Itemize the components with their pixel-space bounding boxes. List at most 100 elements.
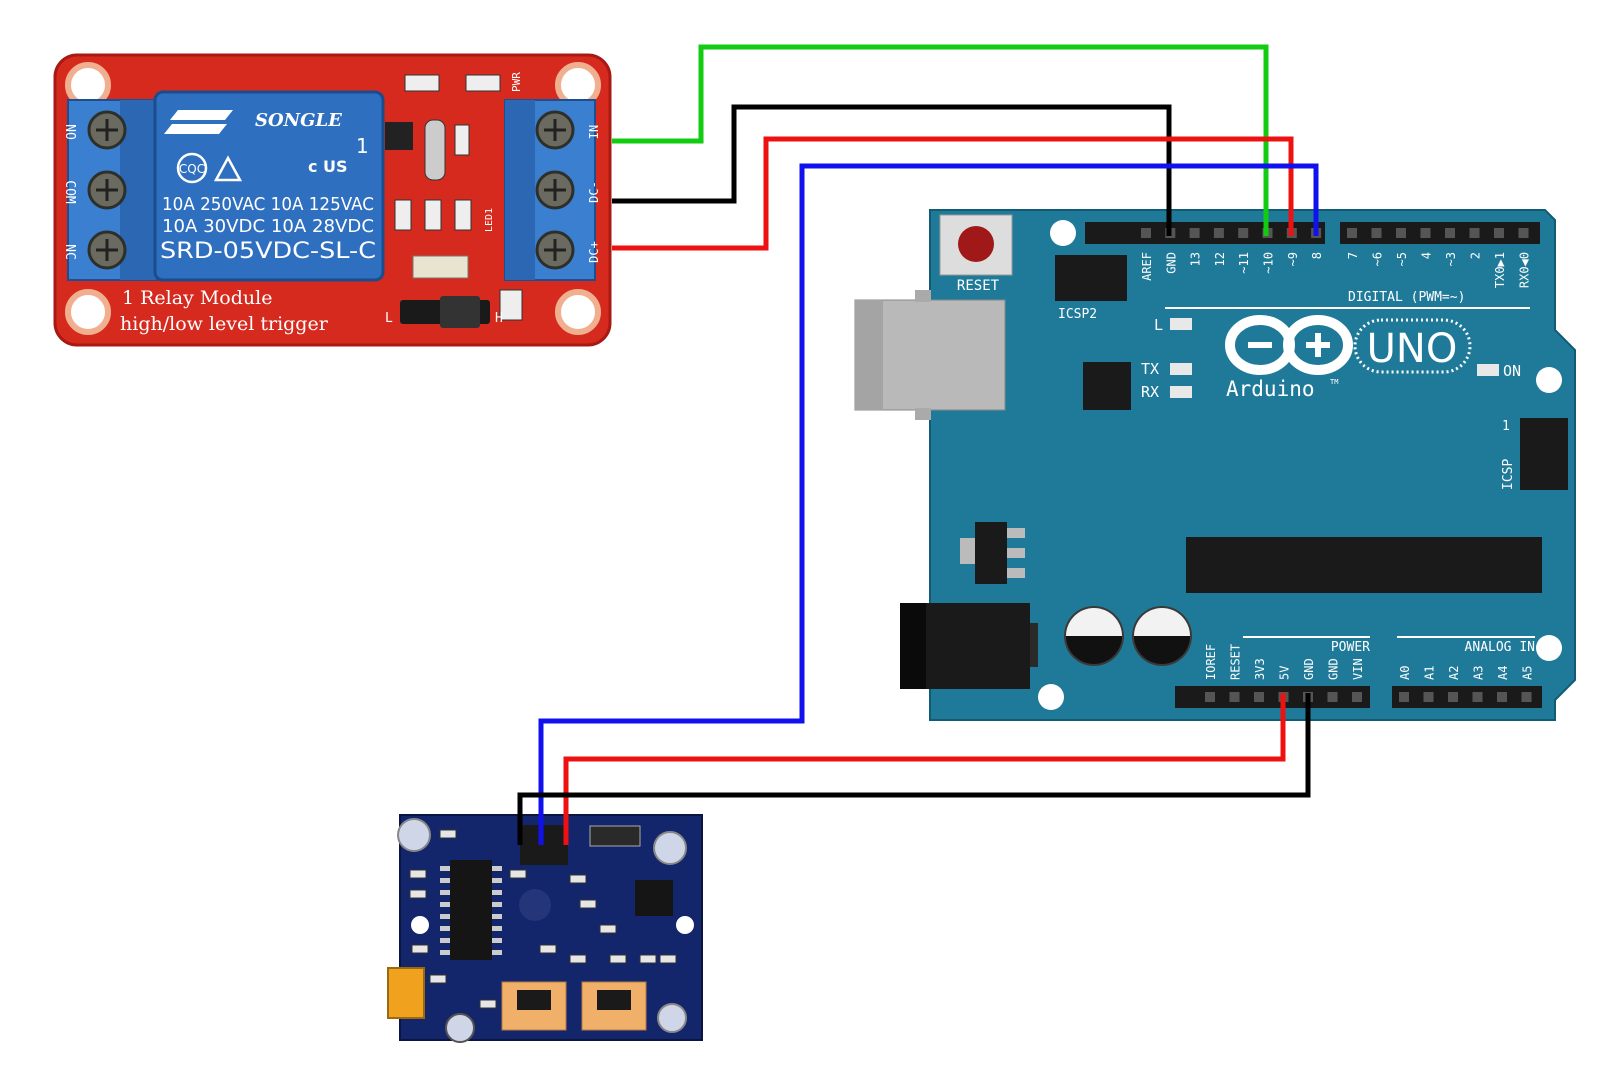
- arduino-logo-tm: TM: [1330, 378, 1338, 386]
- reset-button[interactable]: [939, 214, 1013, 276]
- ic-leg: [440, 950, 450, 955]
- header-pin-hole[interactable]: [1141, 228, 1151, 238]
- pir-pin-header: [520, 825, 568, 865]
- relay-title-line1: 1 Relay Module: [122, 287, 272, 309]
- pin-label: A4: [1496, 666, 1510, 680]
- header-pin-hole[interactable]: [1420, 228, 1431, 238]
- pir-capacitor: [657, 1003, 687, 1033]
- pin-label: IOREF: [1204, 644, 1218, 680]
- relay-model: SRD-05VDC-SL-C: [160, 239, 376, 264]
- header-pin-hole[interactable]: [1469, 228, 1480, 238]
- jumper-h-label: H: [495, 311, 503, 326]
- header-pin-hole[interactable]: [1445, 228, 1455, 238]
- led-l: [1170, 318, 1192, 330]
- ic-leg: [440, 878, 450, 883]
- relay-output-terminal: [67, 99, 159, 281]
- relay-rating-line2: 10A 30VDC 10A 28VDC: [162, 216, 374, 237]
- pin-label: 2: [1469, 252, 1483, 259]
- trigger-jumper[interactable]: L H: [385, 296, 503, 328]
- pin-label: A2: [1447, 666, 1461, 680]
- relay-pin-no: NO: [62, 124, 77, 140]
- arduino-mounting-hole: [1050, 220, 1076, 246]
- pin-label: 7: [1346, 252, 1360, 259]
- relay-pin-nc: NC: [62, 244, 77, 260]
- header-pin-hole[interactable]: [1371, 228, 1382, 238]
- pin-label: 3V3: [1253, 658, 1267, 680]
- header-pin-hole[interactable]: [1472, 692, 1483, 702]
- arduino-mounting-hole: [1536, 367, 1562, 393]
- header-pin-hole[interactable]: [1518, 228, 1529, 238]
- pin-label: A3: [1472, 666, 1486, 680]
- header-pin-hole[interactable]: [1347, 228, 1357, 238]
- pir-delay-potentiometer[interactable]: [581, 981, 647, 1031]
- smd-led: [465, 74, 501, 92]
- smd-component: [659, 954, 677, 964]
- header-pin-hole[interactable]: [1205, 692, 1215, 702]
- ic-leg: [440, 926, 450, 931]
- diode: [424, 119, 446, 181]
- pin-label: ~5: [1395, 252, 1409, 266]
- arduino-mounting-hole: [1536, 635, 1562, 661]
- header-pin-hole[interactable]: [1189, 228, 1200, 238]
- pin-label: RX0◀0: [1518, 252, 1532, 288]
- header-pin-hole[interactable]: [1494, 228, 1504, 238]
- pir-mode-jumper[interactable]: [387, 967, 425, 1019]
- pin-label: ~9: [1286, 252, 1300, 266]
- header-pin-hole[interactable]: [1423, 692, 1434, 702]
- header-pin-hole[interactable]: [1238, 228, 1249, 238]
- relay-module: NO COM NC SONGLE CQC c US 1 10A 250VAC 1…: [53, 53, 612, 347]
- arduino-mounting-hole: [1038, 684, 1064, 710]
- pin-label: AREF: [1140, 252, 1154, 281]
- smd-component: [411, 944, 429, 954]
- arduino-logo-icon: [1225, 315, 1353, 375]
- header-pin-hole[interactable]: [1254, 692, 1264, 702]
- header-pin-hole[interactable]: [1399, 692, 1409, 702]
- smd-resistor: [499, 289, 523, 321]
- header-pin-hole[interactable]: [1213, 228, 1224, 238]
- pir-via: [519, 889, 551, 921]
- relay-component: SONGLE CQC c US 1 10A 250VAC 10A 125VAC …: [153, 90, 385, 282]
- header-pin-hole[interactable]: [1448, 692, 1458, 702]
- relay-cert-cqc: CQC: [179, 162, 205, 176]
- relay-rating-line1: 10A 250VAC 10A 125VAC: [162, 194, 374, 215]
- relay-pin-in: IN: [587, 125, 601, 139]
- icsp-label: ICSP: [1501, 459, 1516, 490]
- smd-resistor: [394, 199, 412, 231]
- pin-label: 4: [1420, 252, 1434, 259]
- ic-leg: [492, 890, 502, 895]
- relay-pwr-label: PWR: [510, 72, 523, 92]
- arduino-logo-text: Arduino: [1226, 377, 1315, 401]
- voltage-regulator: [975, 522, 1007, 584]
- ic-leg: [492, 902, 502, 907]
- analog-label: ANALOG IN: [1465, 640, 1535, 655]
- optocoupler: [412, 255, 469, 279]
- icsp-one-label: 1: [1502, 419, 1510, 434]
- ic-leg: [492, 866, 502, 871]
- warning-icon: [213, 155, 243, 182]
- header-pin-hole[interactable]: [1396, 228, 1406, 238]
- ic-leg: [492, 950, 502, 955]
- icsp2-header: [1055, 255, 1127, 301]
- smd-component: [409, 889, 427, 899]
- dc-power-jack: [900, 603, 1038, 689]
- header-pin-hole[interactable]: [1521, 692, 1532, 702]
- relay-mounting-hole: [65, 289, 111, 335]
- pir-sensor-module: [387, 814, 703, 1043]
- ic-leg: [492, 938, 502, 943]
- relay-brand: SONGLE: [255, 110, 342, 131]
- header-pin-hole[interactable]: [1497, 692, 1507, 702]
- ic-leg: [492, 878, 502, 883]
- header-pin-hole[interactable]: [1327, 692, 1338, 702]
- uno-label: UNO: [1367, 326, 1458, 372]
- led-on-label: ON: [1503, 362, 1521, 380]
- relay-cert-one: 1: [356, 134, 369, 158]
- pir-sensitivity-potentiometer[interactable]: [501, 981, 567, 1031]
- header-pin-hole[interactable]: [1352, 692, 1362, 702]
- relay-pin-com: COM: [62, 180, 77, 204]
- relay-mounting-hole: [555, 289, 601, 335]
- led-l-label: L: [1154, 316, 1163, 334]
- wire-vcc-red-pir: [563, 693, 1286, 845]
- header-pin-hole[interactable]: [1229, 692, 1240, 702]
